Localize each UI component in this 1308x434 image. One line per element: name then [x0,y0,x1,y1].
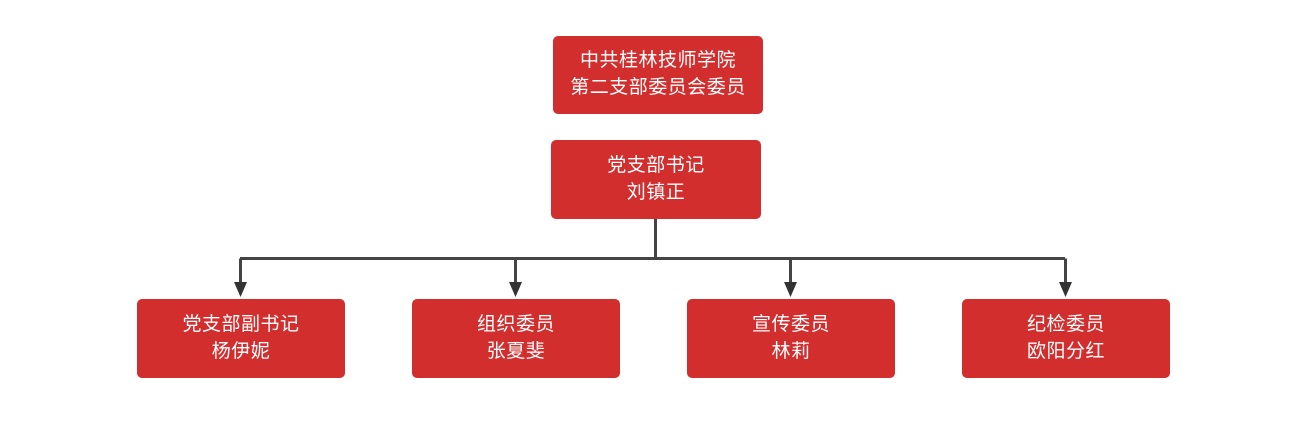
node-deputy-secretary[interactable]: 党支部副书记 杨伊妮 [137,299,345,378]
node-leaf-3-title: 纪检委员 [1026,313,1105,335]
node-leaf-0-name: 杨伊妮 [211,340,271,362]
node-secretary-title: 党支部书记 [607,154,705,176]
arrowhead-1-icon [509,282,522,297]
node-leaf-2-title: 宣传委员 [751,313,830,335]
node-leaf-0-title: 党支部副书记 [182,313,300,335]
arrowhead-3-icon [1059,282,1072,297]
node-organization-title[interactable]: 中共桂林技师学院 第二支部委员会委员 [553,36,763,114]
node-discipline-officer[interactable]: 纪检委员 欧阳分红 [962,299,1170,378]
node-root-line-1: 中共桂林技师学院 [579,50,736,72]
node-leaf-1-name: 张夏斐 [486,340,546,362]
node-publicity-officer[interactable]: 宣传委员 林莉 [687,299,895,378]
node-secretary-name: 刘镇正 [626,181,686,203]
node-leaf-2-name: 林莉 [771,340,811,362]
arrowhead-2-icon [784,282,797,297]
node-party-branch-secretary[interactable]: 党支部书记 刘镇正 [551,140,761,219]
arrowhead-0-icon [234,282,247,297]
node-leaf-3-name: 欧阳分红 [1026,340,1105,362]
node-root-line-2: 第二支部委员会委员 [570,77,746,98]
node-leaf-1-title: 组织委员 [476,313,555,335]
node-organization-officer[interactable]: 组织委员 张夏斐 [412,299,620,378]
